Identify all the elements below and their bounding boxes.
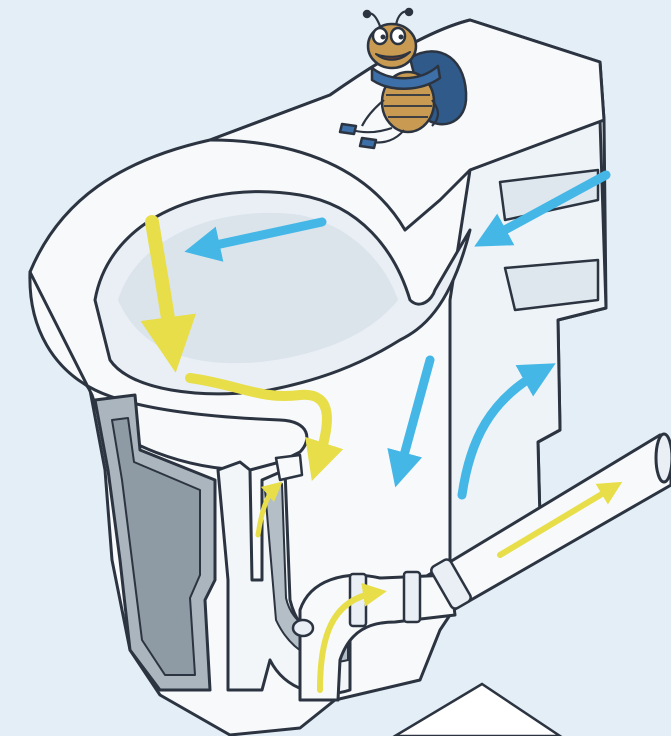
blue-arrow-down — [387, 355, 435, 488]
beetle-scarf — [370, 64, 442, 90]
yellow-arrow-bowl-down — [140, 215, 197, 373]
beetle-shoe-left — [338, 122, 358, 136]
siphon-cap — [274, 453, 304, 482]
beetle-eye-right — [389, 26, 407, 46]
tank-slot-lower — [503, 258, 600, 312]
beetle-smile — [375, 51, 411, 61]
beetle-eye-left — [371, 26, 389, 46]
beetle-pupil-right — [398, 34, 404, 40]
paper-sheet — [392, 682, 563, 736]
waste-flow-arrows — [140, 215, 623, 693]
beetle-arms — [361, 99, 440, 127]
beetle-pupil-left — [380, 34, 386, 40]
beetle-belly-lines — [384, 94, 432, 118]
pipe-end — [654, 432, 671, 484]
beetle-antenna-tip-left — [362, 9, 372, 19]
blue-arrow-rim — [184, 217, 327, 262]
yellow-arrow-trap-curve — [185, 373, 344, 482]
beetle-shoe-right — [358, 136, 378, 150]
bowl-front-lip — [28, 270, 309, 472]
clean-water-flow-arrows — [184, 170, 611, 500]
tank-slot-upper — [498, 168, 600, 222]
yellow-arrow-elbow — [317, 582, 387, 693]
cutaway-cavity — [111, 417, 201, 676]
blue-arrow-inlet — [474, 170, 611, 247]
yellow-arrow-outlet — [497, 481, 623, 558]
pipe-nut — [291, 618, 315, 638]
pipe-clamp-right — [402, 570, 422, 624]
pipe-coupler — [430, 558, 472, 610]
beetle-mascot-icon — [338, 7, 468, 150]
beetle-antenna-tip-right — [404, 7, 414, 17]
yellow-arrow-trap-small — [255, 481, 283, 538]
blue-arrow-up — [457, 363, 556, 500]
